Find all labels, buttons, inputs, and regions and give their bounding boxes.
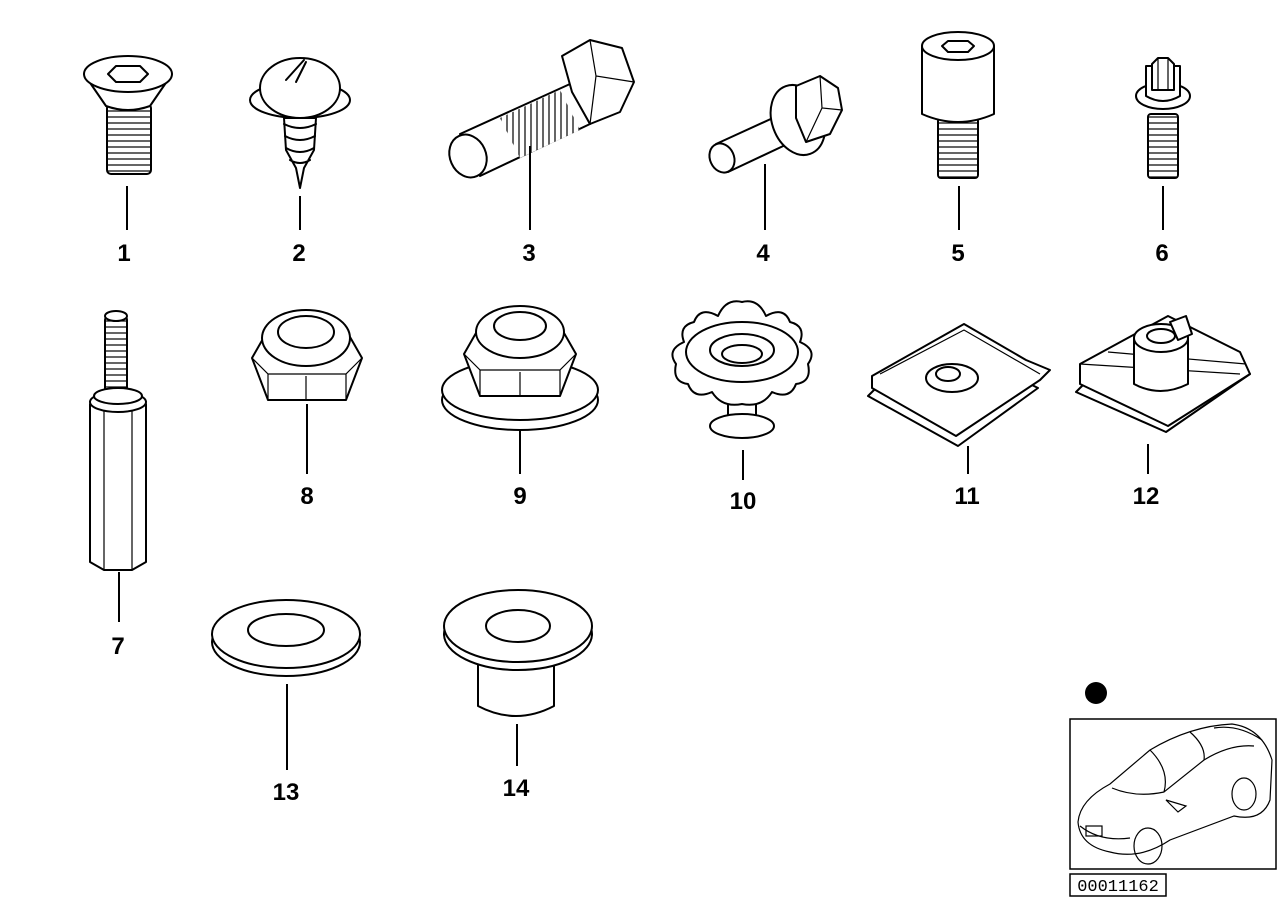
cage-clip-nut-icon <box>1075 315 1251 433</box>
vehicle-inset: 00011162 <box>1069 682 1277 897</box>
collar-bushing-icon <box>443 589 593 717</box>
reference-number: 00011162 <box>1077 878 1159 897</box>
hex-flange-nut-icon <box>441 305 599 431</box>
callout-8[interactable]: 8 <box>300 483 313 510</box>
flat-washer-icon <box>211 599 361 677</box>
reference-box <box>1069 873 1167 897</box>
callout-13[interactable]: 13 <box>273 779 300 806</box>
star-knob-nut-icon <box>671 300 813 439</box>
self-tapping-screw-with-washer-icon <box>249 57 351 189</box>
countersunk-hex-socket-screw-icon <box>83 55 173 175</box>
part-5[interactable]: 5 <box>921 31 995 267</box>
callout-7[interactable]: 7 <box>111 633 124 660</box>
filled-dot-icon <box>1085 682 1107 704</box>
hex-standoff-stud-icon <box>89 310 147 571</box>
callout-9[interactable]: 9 <box>513 483 526 510</box>
hex-bolt-icon <box>448 39 635 179</box>
part-9[interactable]: 9 <box>441 305 599 510</box>
part-4[interactable]: 4 <box>705 75 843 267</box>
spring-clip-nut-icon <box>867 323 1051 447</box>
callout-11[interactable]: 11 <box>954 483 979 510</box>
callout-1[interactable]: 1 <box>117 240 130 267</box>
callout-4[interactable]: 4 <box>756 240 770 267</box>
part-10[interactable]: 10 <box>671 300 813 515</box>
torx-head-screw-icon <box>1135 57 1191 179</box>
part-8[interactable]: 8 <box>251 309 363 510</box>
inset-frame <box>1069 718 1277 870</box>
part-6[interactable]: 6 <box>1135 57 1191 267</box>
callout-2[interactable]: 2 <box>292 240 305 267</box>
part-7[interactable]: 7 <box>89 310 147 660</box>
part-3[interactable]: 3 <box>443 39 635 267</box>
hex-lock-nut-icon <box>251 309 363 401</box>
part-14[interactable]: 14 <box>443 589 593 802</box>
callout-3[interactable]: 3 <box>522 240 535 267</box>
part-13[interactable]: 13 <box>211 599 361 806</box>
callout-12[interactable]: 12 <box>1133 483 1160 510</box>
callout-5[interactable]: 5 <box>951 240 964 267</box>
vehicle-silhouette-icon <box>1077 723 1273 865</box>
part-11[interactable]: 11 <box>867 323 1051 510</box>
callout-14[interactable]: 14 <box>503 775 530 802</box>
part-2[interactable]: 2 <box>249 57 351 267</box>
part-12[interactable]: 12 <box>1075 315 1251 510</box>
hex-flange-bolt-icon <box>708 75 843 174</box>
socket-head-cap-screw-icon <box>921 31 995 179</box>
part-1[interactable]: 1 <box>83 55 173 267</box>
callout-6[interactable]: 6 <box>1155 240 1168 267</box>
callout-10[interactable]: 10 <box>730 488 757 515</box>
